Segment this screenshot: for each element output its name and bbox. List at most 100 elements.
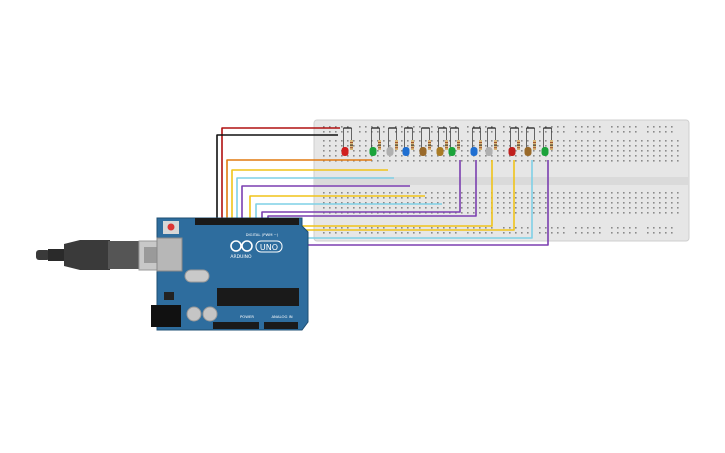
- breadboard-hole: [539, 232, 541, 234]
- breadboard-hole: [407, 160, 409, 162]
- jumper-wire[interactable]: [267, 160, 477, 218]
- led[interactable]: [470, 127, 483, 156]
- breadboard-hole: [569, 207, 571, 209]
- resistor-band: [395, 147, 398, 149]
- breadboard-hole: [539, 155, 541, 157]
- breadboard-hole: [461, 150, 463, 152]
- breadboard-hole: [539, 131, 541, 133]
- breadboard-hole: [653, 212, 655, 214]
- resistor-band: [517, 142, 520, 143]
- breadboard-hole: [623, 140, 625, 142]
- led-body[interactable]: [508, 147, 516, 156]
- led[interactable]: [402, 127, 415, 156]
- breadboard-hole: [617, 150, 619, 152]
- breadboard-hole: [335, 145, 337, 147]
- jumper-wire[interactable]: [261, 160, 461, 218]
- led-body[interactable]: [470, 147, 478, 156]
- jumper-wire[interactable]: [216, 134, 338, 218]
- breadboard-hole: [449, 131, 451, 133]
- led-body[interactable]: [386, 147, 394, 156]
- led-body[interactable]: [541, 147, 549, 156]
- led[interactable]: [386, 127, 399, 156]
- breadboard-hole: [527, 227, 529, 229]
- breadboard-hole: [569, 202, 571, 204]
- breadboard-hole: [329, 131, 331, 133]
- led[interactable]: [524, 127, 537, 156]
- breadboard-hole: [539, 145, 541, 147]
- resistor-band: [428, 147, 431, 149]
- breadboard-hole: [401, 207, 403, 209]
- breadboard-hole: [641, 202, 643, 204]
- breadboard-hole: [371, 227, 373, 229]
- breadboard-hole: [515, 145, 517, 147]
- led-body[interactable]: [341, 147, 349, 156]
- led[interactable]: [541, 127, 554, 156]
- breadboard-hole: [395, 126, 397, 128]
- breadboard-hole: [671, 212, 673, 214]
- breadboard-hole: [647, 202, 649, 204]
- breadboard-hole: [443, 150, 445, 152]
- jumper-wire[interactable]: [249, 195, 425, 218]
- breadboard-hole: [443, 155, 445, 157]
- jumper-wire[interactable]: [226, 159, 372, 218]
- breadboard-hole: [515, 212, 517, 214]
- breadboard-hole: [383, 155, 385, 157]
- breadboard[interactable]: [313, 119, 690, 242]
- breadboard-hole: [329, 197, 331, 199]
- led-array[interactable]: [341, 127, 554, 156]
- led[interactable]: [419, 127, 432, 156]
- breadboard-hole: [557, 145, 559, 147]
- breadboard-hole: [449, 197, 451, 199]
- breadboard-hole: [671, 207, 673, 209]
- led[interactable]: [508, 127, 521, 156]
- jumper-wire[interactable]: [221, 127, 340, 218]
- digital-label: DIGITAL (PWM ~): [246, 232, 279, 237]
- breadboard-hole: [527, 160, 529, 162]
- led[interactable]: [369, 127, 382, 156]
- breadboard-hole: [617, 207, 619, 209]
- breadboard-hole: [653, 131, 655, 133]
- breadboard-hole: [467, 232, 469, 234]
- led-body[interactable]: [448, 147, 456, 156]
- led-body[interactable]: [436, 147, 444, 156]
- breadboard-hole: [599, 131, 601, 133]
- jumper-wires[interactable]: [216, 127, 549, 246]
- breadboard-hole: [329, 145, 331, 147]
- breadboard-hole: [455, 150, 457, 152]
- breadboard-hole: [587, 150, 589, 152]
- jumper-wire[interactable]: [255, 203, 442, 218]
- breadboard-hole: [347, 145, 349, 147]
- breadboard-hole: [545, 131, 547, 133]
- analog-header[interactable]: [264, 322, 298, 329]
- digital-header[interactable]: [195, 218, 299, 225]
- breadboard-hole: [545, 207, 547, 209]
- breadboard-hole: [503, 197, 505, 199]
- led-body[interactable]: [419, 147, 427, 156]
- power-header[interactable]: [213, 322, 259, 329]
- led-body[interactable]: [524, 147, 532, 156]
- led-body[interactable]: [369, 147, 377, 156]
- breadboard-hole: [617, 160, 619, 162]
- breadboard-hole: [629, 207, 631, 209]
- breadboard-hole: [443, 202, 445, 204]
- usb-cable[interactable]: [36, 240, 165, 271]
- breadboard-hole: [557, 126, 559, 128]
- breadboard-hole: [383, 202, 385, 204]
- led[interactable]: [341, 127, 354, 156]
- led-body[interactable]: [402, 147, 410, 156]
- breadboard-hole: [401, 155, 403, 157]
- breadboard-hole: [449, 192, 451, 194]
- led-body[interactable]: [485, 147, 493, 156]
- jumper-wire[interactable]: [231, 169, 388, 218]
- led[interactable]: [448, 127, 461, 156]
- breadboard-hole: [563, 160, 565, 162]
- breadboard-hole: [359, 155, 361, 157]
- arduino-uno-board[interactable]: UNO ARDUINO DIGITAL (PWM ~) POWER ANALOG…: [151, 217, 309, 331]
- power-label: POWER: [240, 314, 254, 319]
- jumper-wire[interactable]: [241, 185, 410, 218]
- breadboard-hole: [353, 197, 355, 199]
- led[interactable]: [485, 127, 498, 156]
- breadboard-hole: [407, 227, 409, 229]
- jumper-wire[interactable]: [236, 177, 394, 218]
- led[interactable]: [436, 127, 449, 156]
